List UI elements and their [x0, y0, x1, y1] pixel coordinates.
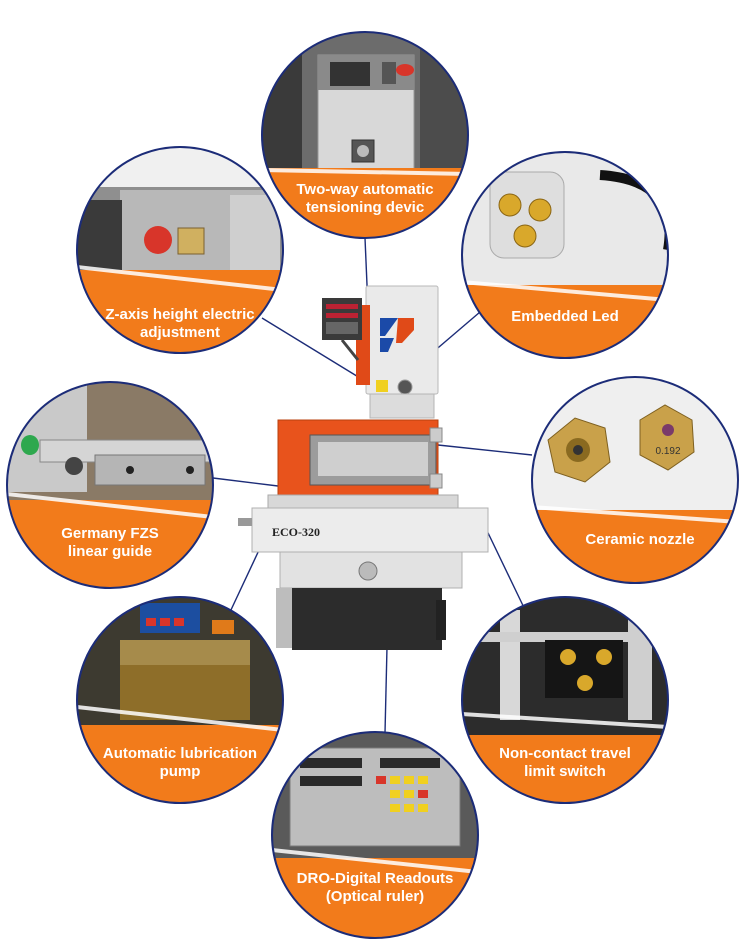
label-lubrication-line-1: Automatic lubrication	[102, 745, 258, 762]
label-ceramic-nozzle-line-1: Ceramic nozzle	[585, 531, 695, 548]
feature-linear-guide	[6, 381, 214, 589]
label-dro-line-2: (Optical ruler)	[325, 888, 425, 905]
label-ceramic-nozzle: Ceramic nozzle	[540, 531, 740, 549]
dro-ring	[271, 731, 479, 939]
tensioning-ring	[261, 31, 469, 239]
label-travel-limit-line-1: Non-contact travel	[499, 745, 631, 762]
linear-guide-ring	[6, 381, 214, 589]
label-lubrication-line-2: pump	[159, 763, 201, 780]
label-linear-guide: Germany FZS linear guide	[10, 525, 210, 561]
model-label: ECO-320	[272, 525, 320, 539]
leader-linear-guide	[212, 477, 279, 487]
feature-ceramic-nozzle: 0.192	[531, 376, 739, 584]
label-z-axis: Z-axis height electric adjustment	[80, 306, 280, 342]
nozzle-marking: 0.192	[655, 446, 680, 457]
feature-dro	[271, 731, 479, 939]
label-linear-guide-line-1: Germany FZS	[61, 525, 159, 542]
label-dro-line-1: DRO-Digital Readouts	[296, 870, 454, 887]
label-travel-limit-line-2: limit switch	[524, 763, 606, 780]
travel-limit-ring	[461, 596, 669, 804]
feature-embedded-led	[461, 151, 669, 359]
leader-lubrication	[229, 547, 261, 613]
label-travel-limit: Non-contact travel limit switch	[465, 745, 665, 781]
leader-ceramic-nozzle	[437, 444, 533, 456]
label-embedded-led: Embedded Led	[465, 308, 665, 326]
label-z-axis-line-1: Z-axis height electric	[105, 306, 255, 323]
label-embedded-led-line-1: Embedded Led	[511, 308, 619, 325]
label-z-axis-line-2: adjustment	[139, 324, 220, 341]
label-tensioning: Two-way automatic tensioning devic	[265, 181, 465, 217]
lubrication-ring	[76, 596, 284, 804]
leader-z-axis	[261, 317, 361, 379]
label-linear-guide-line-2: linear guide	[67, 543, 153, 560]
edm-machine-image: ECO-320	[238, 285, 489, 650]
ceramic-nozzle-ring	[531, 376, 739, 584]
label-lubrication: Automatic lubrication pump	[80, 745, 280, 781]
z-axis-ring	[76, 146, 284, 354]
embedded-led-ring	[461, 151, 669, 359]
label-dro: DRO-Digital Readouts (Optical ruler)	[275, 870, 475, 906]
feature-travel-limit	[461, 596, 669, 804]
label-tensioning-line-1: Two-way automatic	[296, 181, 434, 198]
label-tensioning-line-2: tensioning devic	[305, 199, 425, 216]
